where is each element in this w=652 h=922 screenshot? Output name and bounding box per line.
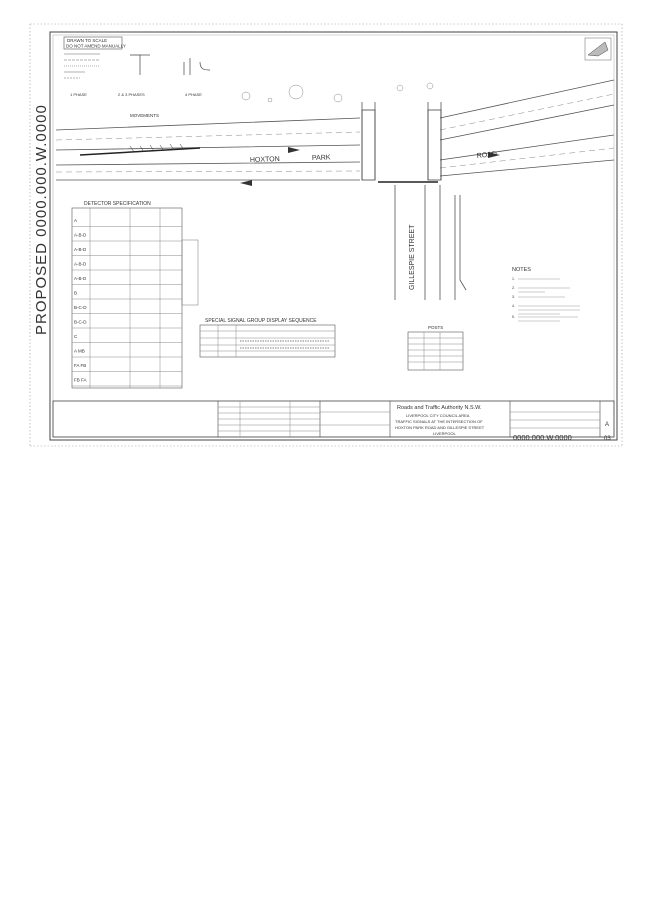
title-block: Roads and Traffic Authority N.S.W. LIVER…: [52, 400, 615, 442]
posts-table: POSTS: [407, 325, 464, 371]
detector-group-label: FA FB: [74, 363, 86, 368]
road-label-gillespie: GILLESPIE STREET: [409, 224, 416, 290]
tree-symbols: [241, 82, 434, 103]
note-2: 2.: [512, 286, 515, 290]
tb-drawing-no: 0000.000.W.0000: [513, 433, 572, 442]
movements-label: MOVEMENTS: [130, 113, 159, 118]
phase-label-1: 1 PHASE: [70, 92, 87, 97]
scale-note-line2: DO NOT AMEND MANUALLY: [66, 44, 126, 49]
road-label-hoxton: HOXTON: [250, 156, 280, 164]
detector-table-title: DETECTOR SPECIFICATION: [84, 201, 151, 207]
detector-group-label: A MB: [74, 349, 85, 354]
drawing-frame: [49, 31, 618, 441]
gillespie-street: [361, 102, 467, 300]
north-arrow-icon: [584, 37, 612, 61]
phase-label-2: 2 & 3 PHASES: [118, 92, 145, 97]
detector-group-label: C: [74, 334, 78, 339]
tb-council: LIVERPOOL CITY COUNCIL AREA: [406, 413, 470, 418]
phase-label-3: 4 PHASE: [185, 92, 202, 97]
detector-group-label: A-B-D: [74, 276, 87, 281]
note-4: 4.: [512, 304, 515, 308]
phase-diagrams: [130, 54, 211, 75]
detector-group-label: FB FA: [74, 378, 87, 383]
tb-suburb: LIVERPOOL: [433, 431, 456, 436]
tb-desc2: HOXTON PARK ROAD AND GILLESPIE STREET: [395, 425, 485, 430]
tb-desc1: TRAFFIC SIGNALS AT THE INTERSECTION OF: [395, 419, 483, 424]
legend-lines: [64, 53, 100, 79]
scale-note-line1: DRAWN TO SCALE: [67, 38, 107, 43]
note-3: 3.: [512, 295, 515, 299]
notes-block: NOTES 1. 2. 3. 4. 5.: [512, 267, 580, 322]
note-5: 5.: [512, 315, 515, 319]
detector-group-label: B: [74, 291, 77, 296]
detector-table: DETECTOR SPECIFICATION A A-B-D A-B-D A-B-D A…: [71, 201, 183, 389]
detector-group-label: B-C-D: [74, 320, 87, 325]
detector-group-label: A-B-D: [74, 262, 87, 267]
special-table-title: SPECIAL SIGNAL GROUP DISPLAY SEQUENCE: [205, 318, 317, 324]
tb-rev: A: [605, 422, 609, 428]
road-label-park: PARK: [312, 154, 331, 162]
scale-note-box: DRAWN TO SCALE DO NOT AMEND MANUALLY: [63, 36, 126, 50]
detector-group-label: A-B-D: [74, 233, 87, 238]
detector-group-label: A-B-D: [74, 247, 87, 252]
tb-sheet: 03: [604, 436, 611, 442]
hoxton-park-road: [55, 79, 615, 186]
note-1: 1.: [512, 277, 515, 281]
detector-group-label: A: [74, 218, 77, 223]
detector-group-label: B-C-D: [74, 305, 87, 310]
notes-title: NOTES: [512, 267, 531, 273]
tb-authority: Roads and Traffic Authority N.S.W.: [397, 405, 482, 411]
special-signal-table: SPECIAL SIGNAL GROUP DISPLAY SEQUENCE: [199, 318, 336, 358]
road-label-road: ROAD: [476, 151, 497, 160]
proposed-stamp: PROPOSED 0000.000.W.0000: [33, 104, 50, 335]
sheet-border-dotted: [29, 23, 623, 447]
posts-table-title: POSTS: [428, 325, 443, 330]
